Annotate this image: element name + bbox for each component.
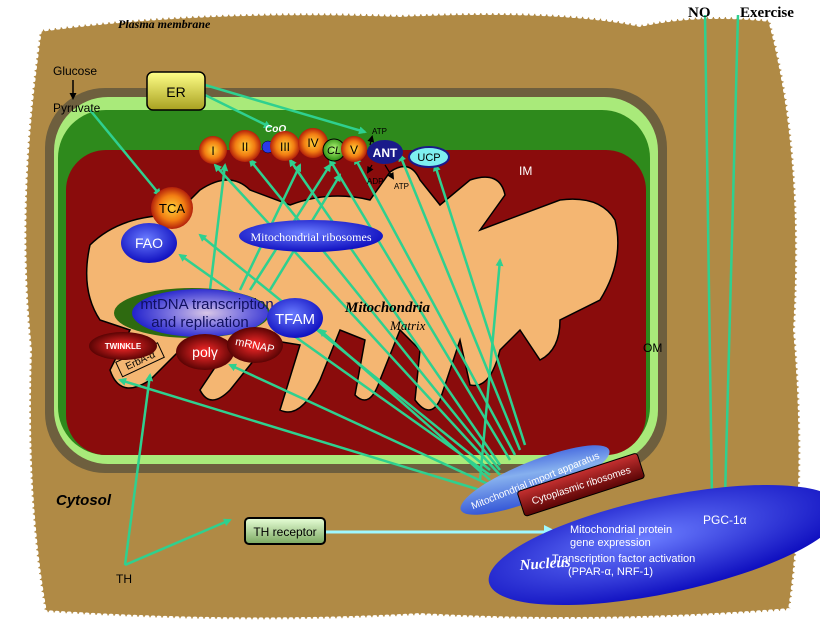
no-label: NO: [688, 5, 711, 21]
svg-text:TFAM: TFAM: [275, 311, 315, 328]
cardiolipin: CL: [322, 138, 346, 162]
th-receptor: TH receptor: [244, 517, 326, 545]
complex-i: I: [199, 136, 227, 164]
svg-text:I: I: [211, 144, 214, 158]
svg-text:ER: ER: [166, 84, 185, 100]
mitochondrial-ribosomes: Mitochondrial ribosomes: [239, 220, 383, 252]
pgc-label: PGC-1α: [703, 513, 747, 527]
plasma-membrane-label: Plasma membrane: [118, 17, 211, 31]
tca: TCA: [151, 187, 193, 229]
tfa-line1: Transcription factor activation: [552, 553, 695, 565]
exercise-label: Exercise: [740, 5, 794, 21]
atp-top-label: ATP: [372, 127, 387, 136]
cytosol-label: Cytosol: [56, 492, 112, 509]
atp-bottom-label: ATP: [394, 182, 409, 191]
nucleus: Nucleus Mitochondrial protein gene expre…: [488, 484, 820, 606]
om-label: OM: [643, 341, 662, 355]
svg-text:CoQ: CoQ: [265, 124, 286, 135]
fao: FAO: [121, 223, 177, 263]
im-label: IM: [519, 164, 532, 178]
pyruvate-label: Pyruvate: [53, 101, 101, 115]
complex-iii: III: [270, 131, 300, 161]
cristae: [85, 165, 619, 413]
er: ER: [146, 71, 206, 111]
complex-ii: II: [229, 130, 261, 162]
svg-text:UCP: UCP: [417, 152, 440, 164]
svg-text:TH receptor: TH receptor: [253, 525, 316, 539]
ant: ANT: [367, 140, 403, 164]
svg-text:TWINKLE: TWINKLE: [105, 342, 142, 351]
ucp: UCP: [408, 146, 450, 168]
complex-iv: IV: [298, 128, 328, 158]
mtdna-transcription-replication: mtDNA transcription and replication: [114, 288, 274, 338]
svg-text:TCA: TCA: [159, 201, 185, 216]
mpge-line1: Mitochondrial protein: [570, 524, 672, 536]
mpge-line2: gene expression: [570, 537, 651, 549]
svg-text:II: II: [242, 140, 249, 154]
tfam: TFAM: [267, 298, 323, 338]
atp-adp-exchange: [367, 135, 395, 180]
twinkle: TWINKLE: [89, 332, 157, 360]
tfa-line2: (PPAR-α, NRF-1): [568, 566, 653, 578]
svg-text:CL: CL: [327, 145, 341, 157]
glucose-label: Glucose: [53, 64, 97, 78]
svg-text:Nucleus: Nucleus: [518, 554, 571, 574]
svg-text:ANT: ANT: [373, 146, 398, 160]
svg-text:IV: IV: [307, 136, 318, 150]
mitochondria-label: Mitochondria: [344, 300, 431, 316]
mrnap: mRNAP: [227, 327, 283, 363]
matrix-label: Matrix: [389, 318, 426, 333]
svg-text:polγ: polγ: [192, 344, 218, 360]
svg-text:FAO: FAO: [135, 235, 163, 251]
svg-text:and replication: and replication: [151, 314, 249, 331]
complex-v: V: [341, 136, 367, 162]
svg-text:mtDNA transcription: mtDNA transcription: [140, 296, 273, 313]
adp-label: ADP: [367, 177, 383, 186]
svg-text:Mitochondrial ribosomes: Mitochondrial ribosomes: [251, 230, 372, 244]
svg-text:V: V: [350, 143, 358, 157]
poly-gamma: polγ: [176, 334, 234, 370]
svg-text:III: III: [280, 140, 290, 154]
th-label: TH: [116, 572, 132, 586]
